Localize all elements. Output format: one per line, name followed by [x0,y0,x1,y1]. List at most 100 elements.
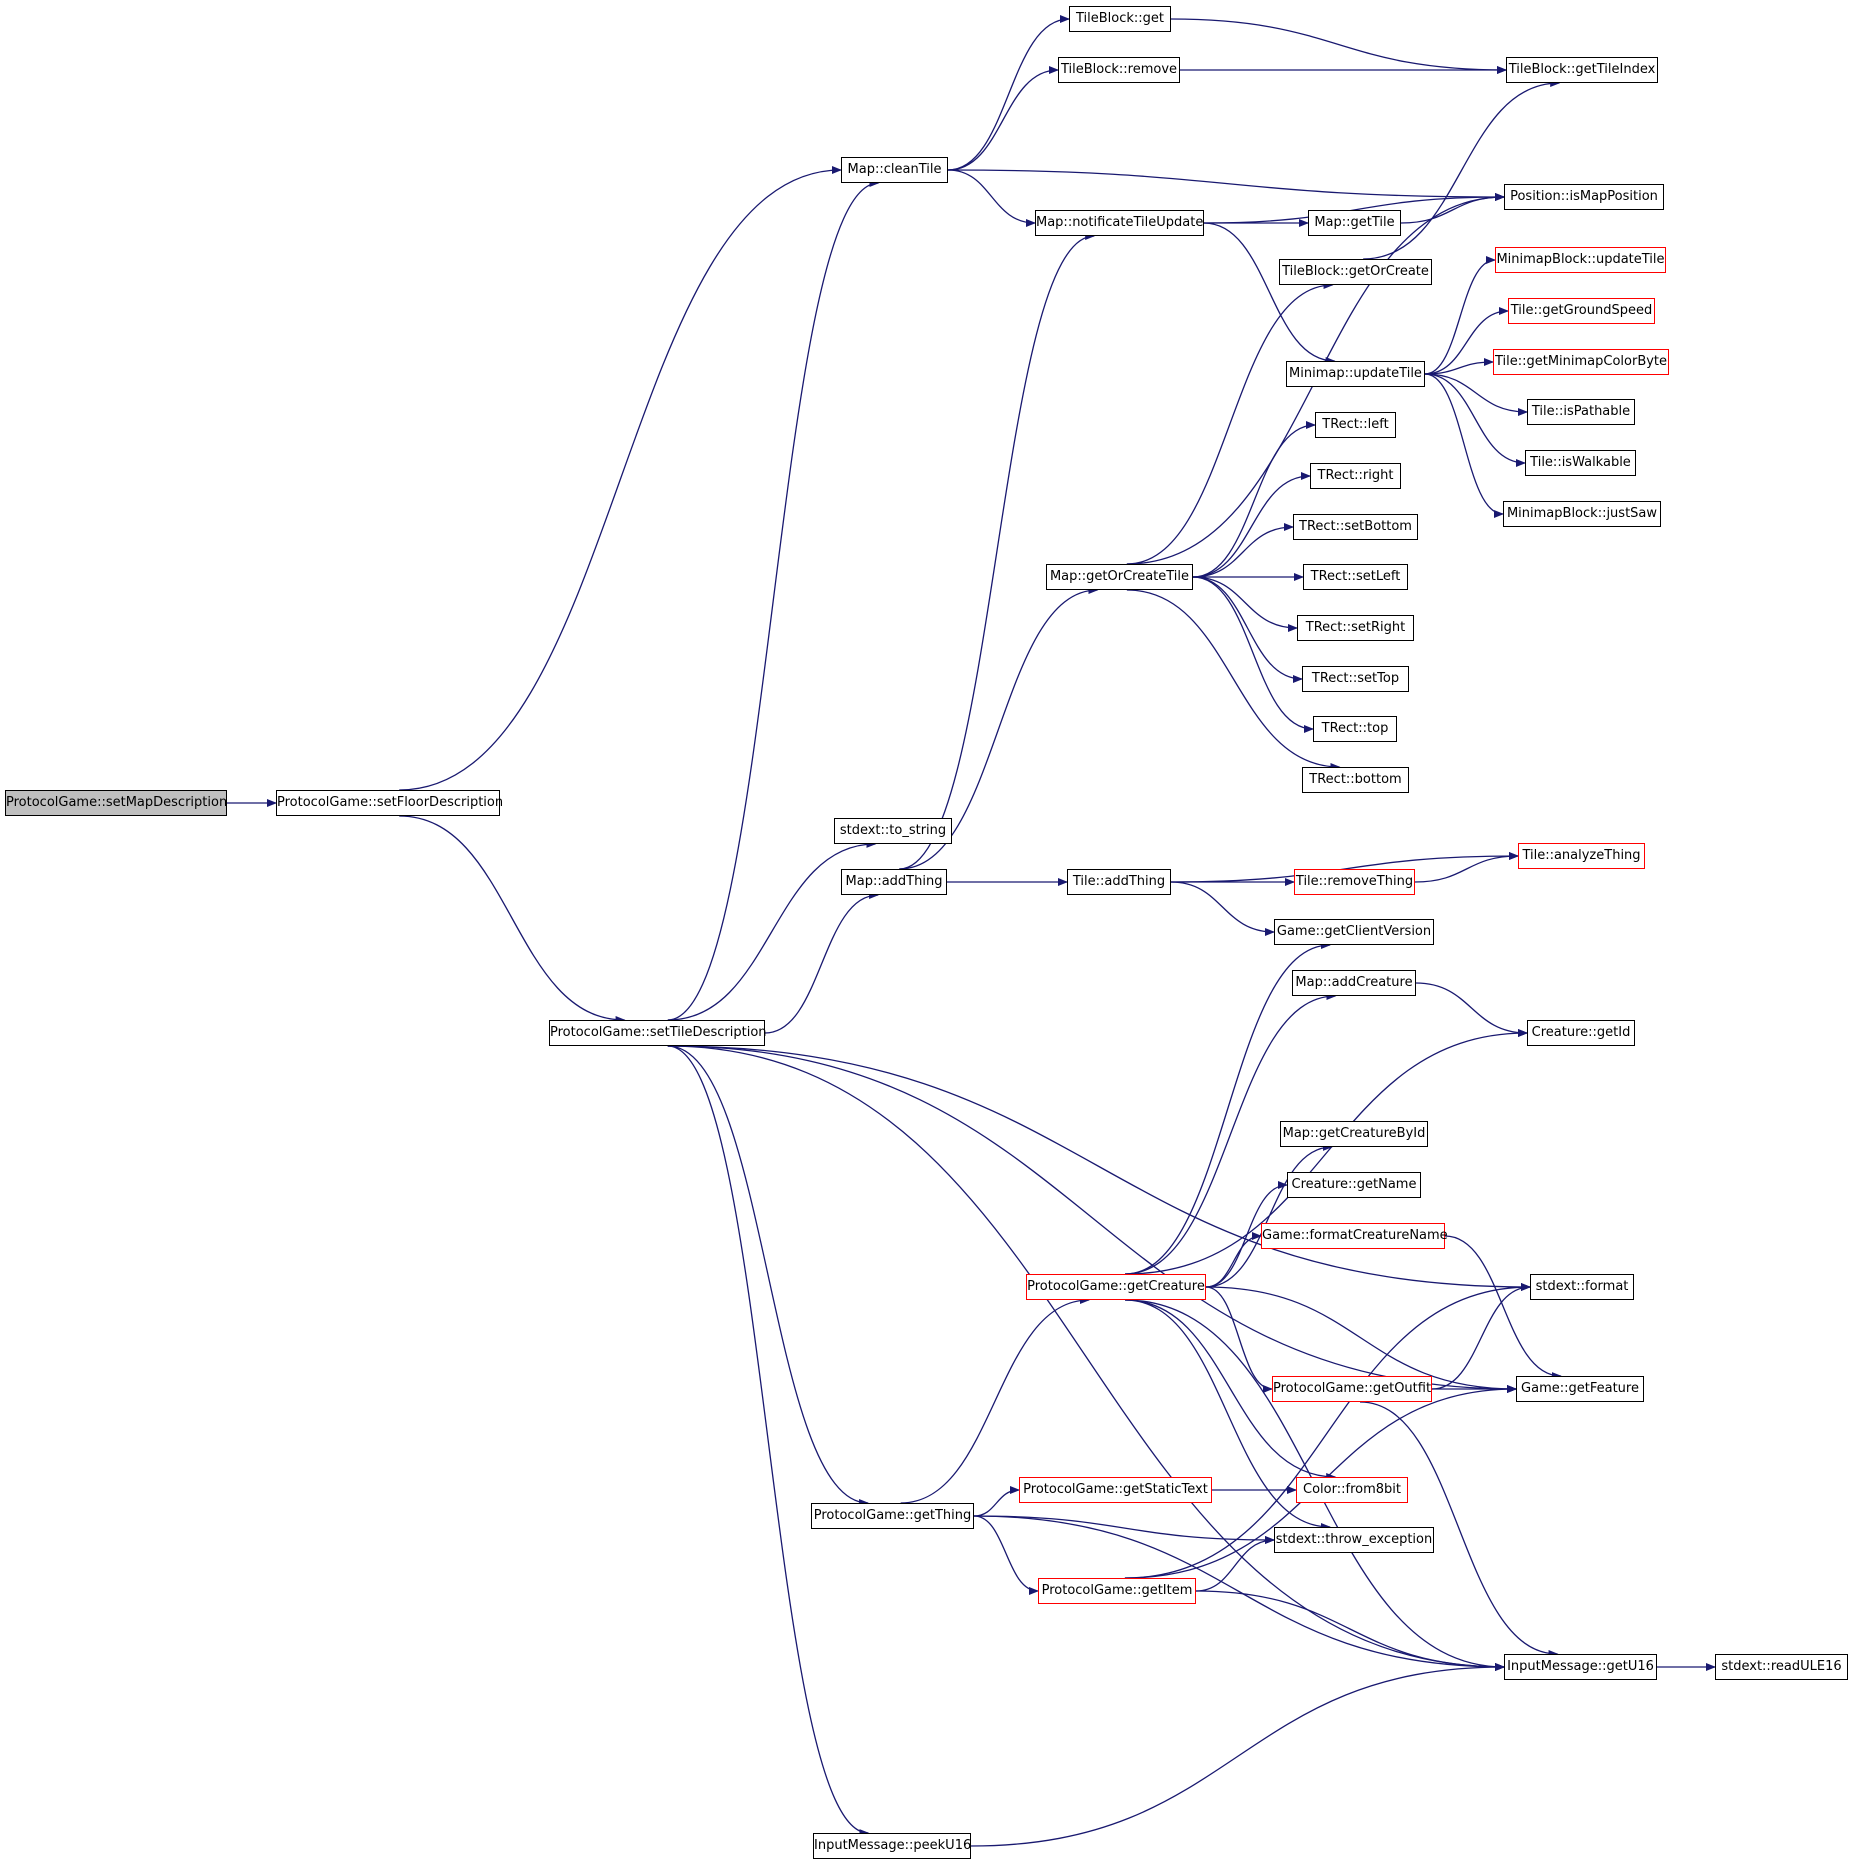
node-tileblock-remove[interactable]: TileBlock::remove [1058,57,1180,83]
edge-notificateTileUpdate-to-minimapUpdateTile [1203,222,1336,365]
node-map-getorcreatetile[interactable]: Map::getOrCreateTile [1046,564,1193,590]
node-protocolgame-getcreature[interactable]: ProtocolGame::getCreature [1026,1274,1206,1300]
node-tile-getminimapcolorbyte[interactable]: Tile::getMinimapColorByte [1493,349,1669,375]
edge-getOrCreateTile-to-trSetTop [1192,576,1303,683]
node-inputmessage-peeku16[interactable]: InputMessage::peekU16 [813,1833,971,1859]
edge-setTileDescription-to-getU16 [667,1045,1505,1671]
edge-getOrCreateTile-to-trSetBottom [1192,523,1294,578]
node-label: ProtocolGame::getStaticText [1023,1482,1208,1497]
node-minimapblock-justsaw[interactable]: MinimapBlock::justSaw [1503,501,1661,527]
node-tile-getgroundspeed[interactable]: Tile::getGroundSpeed [1508,298,1655,324]
edge-setFloorDescription-to-setTileDescription [399,815,626,1024]
edge-cleanTile-to-tbRemove [947,66,1059,171]
node-label: Minimap::updateTile [1289,366,1422,381]
edge-cleanTile-to-isMapPosition [947,169,1505,201]
node-protocolgame-getthing[interactable]: ProtocolGame::getThing [811,1503,974,1529]
edge-tileAddThing-to-getClientVersion [1170,881,1275,936]
node-map-gettile[interactable]: Map::getTile [1308,210,1401,236]
node-protocolgame-getstatictext[interactable]: ProtocolGame::getStaticText [1019,1477,1212,1503]
edge-minimapUpdateTile-to-justSaw [1424,373,1504,518]
node-tile-iswalkable[interactable]: Tile::isWalkable [1525,450,1636,476]
node-label: Tile::analyzeThing [1522,848,1641,863]
node-tile-addthing[interactable]: Tile::addThing [1067,869,1171,895]
node-label: InputMessage::getU16 [1507,1659,1654,1674]
node-trect-bottom[interactable]: TRect::bottom [1302,767,1409,793]
edge-getOrCreateTile-to-tbGetOrCreate [1126,281,1334,565]
node-label: Map::notificateTileUpdate [1036,215,1204,230]
node-label: Creature::getName [1291,1177,1417,1192]
node-stdext-format[interactable]: stdext::format [1530,1274,1634,1300]
edge-getThing-to-getStaticText [973,1486,1020,1517]
node-map-addcreature[interactable]: Map::addCreature [1292,970,1416,996]
node-game-getclientversion[interactable]: Game::getClientVersion [1274,919,1434,945]
node-label: Map::cleanTile [847,162,942,177]
node-label: Map::addThing [845,874,943,889]
node-stdext-throw-exception[interactable]: stdext::throw_exception [1274,1527,1434,1553]
edge-setTileDescription-to-getThing [667,1045,870,1507]
node-trect-setright[interactable]: TRect::setRight [1297,615,1414,641]
node-label: Tile::addThing [1072,874,1166,889]
node-color-from8bit[interactable]: Color::from8bit [1296,1477,1408,1503]
edge-getCreature-to-getOutfit [1205,1286,1273,1393]
node-stdext-readule16[interactable]: stdext::readULE16 [1715,1654,1848,1680]
node-label: Tile::getMinimapColorByte [1494,354,1668,369]
node-game-formatcreaturename[interactable]: Game::formatCreatureName [1261,1223,1448,1249]
node-label: TRect::setLeft [1310,569,1401,584]
node-label: Creature::getId [1531,1025,1631,1040]
node-label: TileBlock::getTileIndex [1508,62,1656,77]
node-tile-removething[interactable]: Tile::removeThing [1294,869,1415,895]
node-tileblock-getorcreate[interactable]: TileBlock::getOrCreate [1279,259,1432,285]
node-trect-top[interactable]: TRect::top [1313,716,1397,742]
edge-setFloorDescription-to-cleanTile [399,166,842,791]
node-trect-setleft[interactable]: TRect::setLeft [1303,564,1408,590]
node-trect-setbottom[interactable]: TRect::setBottom [1293,514,1418,540]
edge-mapAddThing-to-getOrCreateTile [899,586,1099,870]
node-tileblock-gettileindex[interactable]: TileBlock::getTileIndex [1506,57,1658,83]
edge-getCreature-to-getCreatureById [1205,1143,1333,1288]
edge-getCreature-to-creatureGetId [1124,1029,1528,1275]
node-game-getfeature[interactable]: Game::getFeature [1516,1376,1644,1402]
node-stdext-to-string[interactable]: stdext::to_string [834,818,952,844]
node-label: Tile::isPathable [1531,404,1631,419]
node-protocolgame-setfloordescription[interactable]: ProtocolGame::setFloorDescription [276,790,503,816]
node-creature-getname[interactable]: Creature::getName [1287,1172,1421,1198]
node-label: TileBlock::getOrCreate [1282,264,1429,279]
node-protocolgame-setmapdescription[interactable]: ProtocolGame::setMapDescription [5,790,227,816]
edge-setTileDescription-to-mapAddThing [764,891,880,1034]
node-map-cleantile[interactable]: Map::cleanTile [841,157,948,183]
node-label: Tile::removeThing [1295,874,1414,889]
node-map-addthing[interactable]: Map::addThing [841,869,947,895]
node-label: Tile::isWalkable [1530,455,1631,470]
node-label: MinimapBlock::updateTile [1496,252,1665,267]
node-trect-settop[interactable]: TRect::setTop [1302,666,1409,692]
node-label: TRect::right [1317,468,1394,483]
edge-minimapUpdateTile-to-isWalkable [1424,373,1526,467]
edge-cleanTile-to-notificateTileUpdate [947,169,1036,227]
edge-formatCreatureName-to-getFeature [1444,1235,1562,1380]
edge-minimapUpdateTile-to-mmbUpdateTile [1424,256,1496,375]
edge-getCreature-to-formatCreatureName [1205,1232,1262,1288]
node-creature-getid[interactable]: Creature::getId [1527,1020,1635,1046]
node-label: ProtocolGame::setTileDescription [550,1025,767,1040]
node-position-ismapposition[interactable]: Position::isMapPosition [1504,184,1664,210]
node-trect-left[interactable]: TRect::left [1315,412,1396,438]
node-map-notificatetileupdate[interactable]: Map::notificateTileUpdate [1035,210,1204,236]
node-label: TileBlock::remove [1060,62,1178,77]
node-inputmessage-getu16[interactable]: InputMessage::getU16 [1504,1654,1657,1680]
node-tileblock-get[interactable]: TileBlock::get [1069,6,1171,32]
node-minimapblock-updatetile[interactable]: MinimapBlock::updateTile [1495,247,1666,273]
node-label: ProtocolGame::setMapDescription [6,795,228,810]
node-trect-right[interactable]: TRect::right [1310,463,1401,489]
node-map-getcreaturebyid[interactable]: Map::getCreatureById [1280,1121,1428,1147]
node-label: MinimapBlock::justSaw [1506,506,1658,521]
node-label: Map::getTile [1314,215,1395,230]
node-label: Position::isMapPosition [1510,189,1658,204]
node-minimap-updatetile[interactable]: Minimap::updateTile [1286,361,1425,387]
edge-setTileDescription-to-toString [667,840,877,1021]
node-tile-ispathable[interactable]: Tile::isPathable [1527,399,1635,425]
node-protocolgame-getitem[interactable]: ProtocolGame::getItem [1038,1578,1196,1604]
node-protocolgame-settiledescription[interactable]: ProtocolGame::setTileDescription [549,1020,767,1046]
node-protocolgame-getoutfit[interactable]: ProtocolGame::getOutfit [1272,1376,1432,1402]
edge-getCreature-to-getClientVersion [1124,941,1331,1275]
node-tile-analyzething[interactable]: Tile::analyzeThing [1518,843,1645,869]
